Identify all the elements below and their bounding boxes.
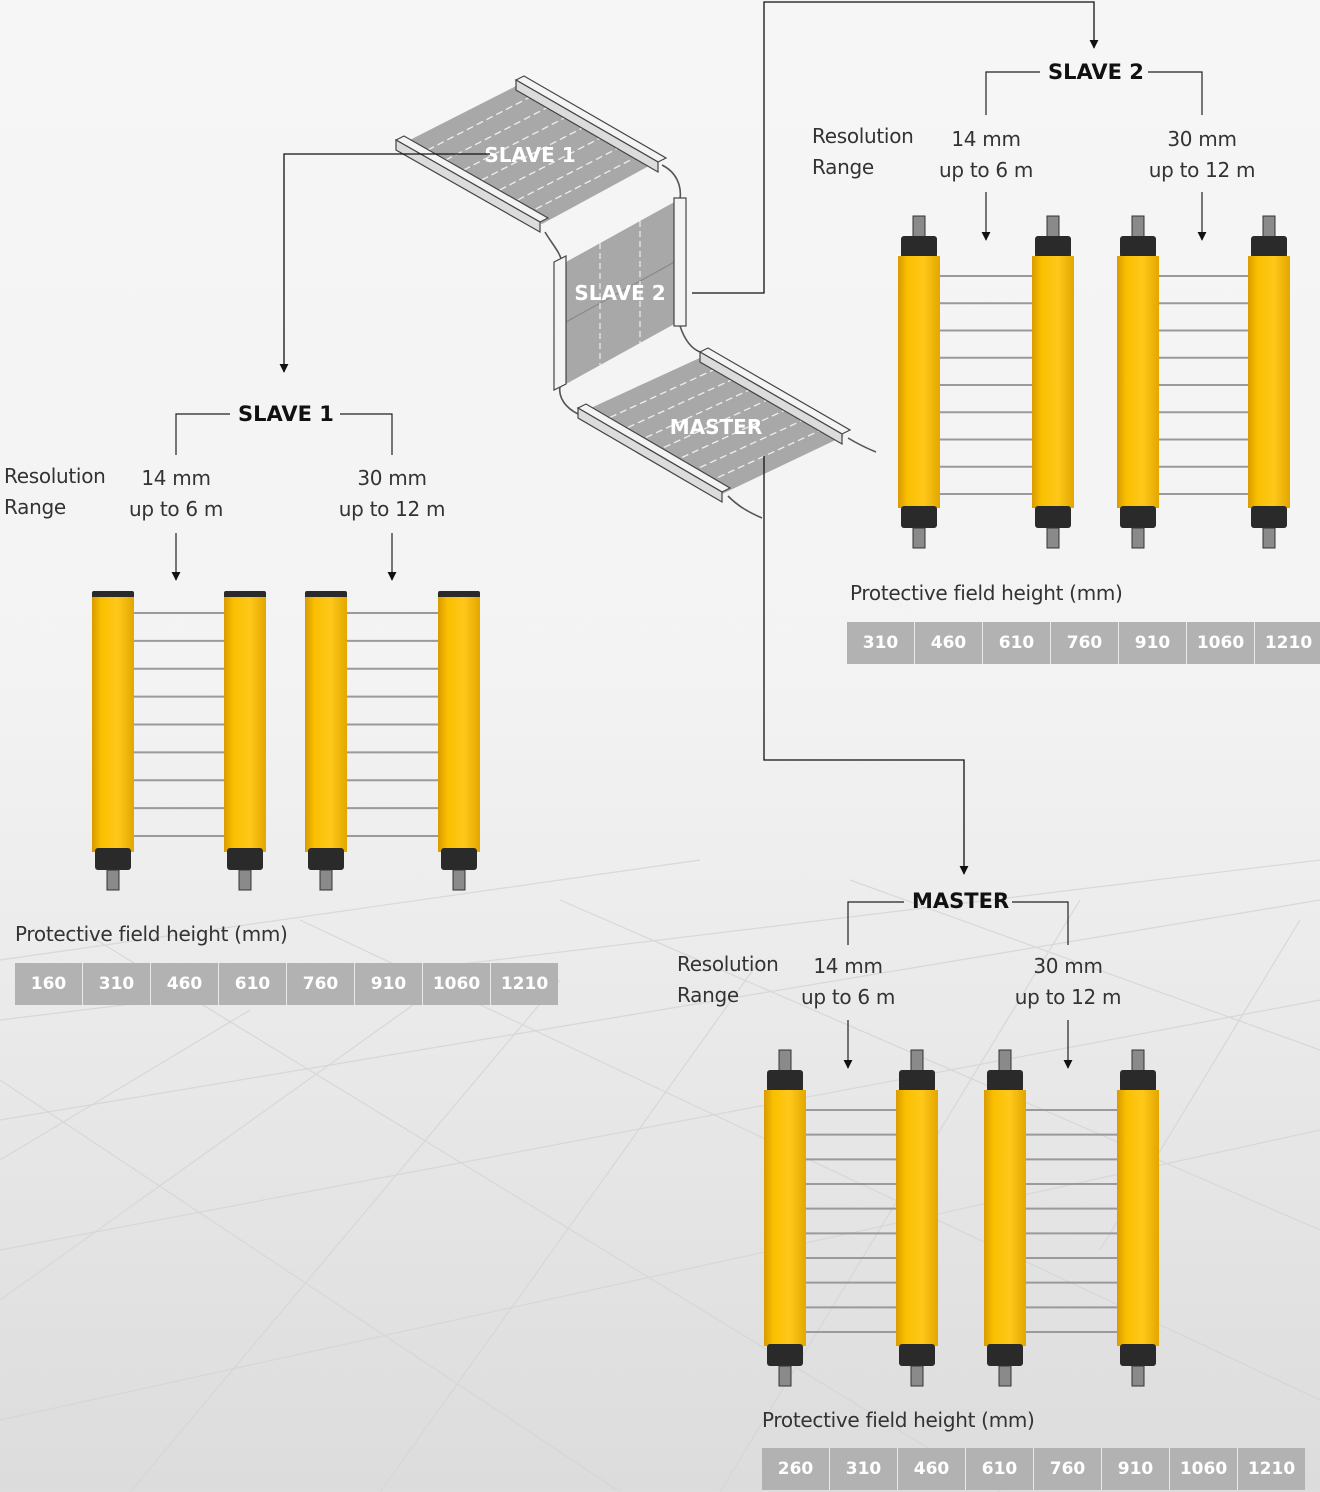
master-label-resolution: Resolution bbox=[677, 952, 779, 976]
slave2-field bbox=[553, 197, 687, 391]
leader-lines bbox=[279, 1, 1099, 875]
master-sensor-pair-14mm-receiver bbox=[896, 1049, 938, 1387]
slave2-option2-resolution: 30 mm bbox=[1167, 127, 1237, 151]
height-option-1060: 1060 bbox=[423, 963, 491, 1005]
height-option-1060: 1060 bbox=[1187, 622, 1255, 664]
slave2-label-range: Range bbox=[812, 155, 874, 179]
height-option-310: 310 bbox=[830, 1448, 898, 1490]
master-sensor-pair-30mm bbox=[984, 1049, 1159, 1387]
slave1-sensor-pair-30mm-receiver bbox=[438, 591, 480, 891]
slave2-sensor-pair-14mm-emitter bbox=[898, 215, 940, 549]
slave1-option1-range: up to 6 m bbox=[128, 497, 224, 521]
slave2-sensor-pair-14mm-receiver bbox=[1032, 215, 1074, 549]
slave1-label-range: Range bbox=[4, 495, 66, 519]
slave1-sensor-pair-14mm bbox=[92, 591, 266, 891]
height-option-310: 310 bbox=[847, 622, 915, 664]
height-option-1060: 1060 bbox=[1170, 1448, 1238, 1490]
height-option-610: 610 bbox=[983, 622, 1051, 664]
height-option-1210: 1210 bbox=[1255, 622, 1320, 664]
height-option-610: 610 bbox=[966, 1448, 1034, 1490]
master-sensor-pair-14mm-emitter bbox=[764, 1049, 806, 1387]
master-option1-range: up to 6 m bbox=[800, 985, 896, 1009]
slave2-heights-label: Protective field height (mm) bbox=[850, 581, 1123, 605]
slave2-sensor-pair-14mm bbox=[898, 215, 1074, 549]
master-sensor-pair-30mm-receiver bbox=[1117, 1049, 1159, 1387]
slave2-sensor-pair-30mm bbox=[1117, 215, 1290, 549]
height-option-760: 760 bbox=[287, 963, 355, 1005]
slave2-option2-range: up to 12 m bbox=[1148, 158, 1256, 182]
floor-grid bbox=[0, 859, 1320, 1492]
master-option2: 30 mm up to 12 m bbox=[993, 951, 1143, 1013]
slave1-sensor-pair-30mm bbox=[305, 591, 480, 891]
slave1-sensor-pair-14mm-receiver bbox=[224, 591, 266, 891]
overview-label-slave1: SLAVE 1 bbox=[484, 143, 575, 167]
slave2-option2: 30 mm up to 12 m bbox=[1127, 124, 1277, 186]
overview-label-slave2: SLAVE 2 bbox=[574, 281, 665, 305]
height-option-460: 460 bbox=[915, 622, 983, 664]
master-heights-label: Protective field height (mm) bbox=[762, 1408, 1035, 1432]
slave2-option1-range: up to 6 m bbox=[938, 158, 1034, 182]
slave1-heights-label: Protective field height (mm) bbox=[15, 922, 288, 946]
slave2-option1: 14 mm up to 6 m bbox=[916, 124, 1056, 186]
height-option-310: 310 bbox=[83, 963, 151, 1005]
slave1-option2-range: up to 12 m bbox=[338, 497, 446, 521]
slave1-field bbox=[394, 75, 668, 234]
slave1-option2-resolution: 30 mm bbox=[357, 466, 427, 490]
master-option2-resolution: 30 mm bbox=[1033, 954, 1103, 978]
master-leader bbox=[763, 456, 969, 875]
height-option-1210: 1210 bbox=[491, 963, 558, 1005]
slave1-title: SLAVE 1 bbox=[238, 402, 334, 426]
slave1-option1-resolution: 14 mm bbox=[141, 466, 211, 490]
master-option2-range: up to 12 m bbox=[1014, 985, 1122, 1009]
slave1-label-resolution: Resolution bbox=[4, 464, 106, 488]
height-option-460: 460 bbox=[151, 963, 219, 1005]
slave1-option2: 30 mm up to 12 m bbox=[317, 463, 467, 525]
height-option-760: 760 bbox=[1051, 622, 1119, 664]
height-option-910: 910 bbox=[1102, 1448, 1170, 1490]
master-option1: 14 mm up to 6 m bbox=[778, 951, 918, 1013]
master-option1-resolution: 14 mm bbox=[813, 954, 883, 978]
master-title: MASTER bbox=[912, 889, 1010, 913]
slave1-sensor-pair-30mm-emitter bbox=[305, 591, 347, 891]
slave1-option1: 14 mm up to 6 m bbox=[106, 463, 246, 525]
height-option-610: 610 bbox=[219, 963, 287, 1005]
slave1-leader bbox=[279, 153, 490, 373]
master-field bbox=[576, 347, 852, 504]
overview-label-master: MASTER bbox=[670, 415, 763, 439]
cascade-assembly-illustration: SLAVE 1 SLAVE 2 MASTER bbox=[394, 75, 877, 519]
height-option-760: 760 bbox=[1034, 1448, 1102, 1490]
height-option-910: 910 bbox=[1119, 622, 1187, 664]
height-option-1210: 1210 bbox=[1238, 1448, 1305, 1490]
slave2-title: SLAVE 2 bbox=[1048, 60, 1144, 84]
slave1-sensor-pair-14mm-emitter bbox=[92, 591, 134, 891]
height-option-460: 460 bbox=[898, 1448, 966, 1490]
height-option-260: 260 bbox=[762, 1448, 830, 1490]
slave2-sensor-pair-30mm-receiver bbox=[1248, 215, 1290, 549]
slave2-leader bbox=[692, 1, 1099, 294]
master-sensor-pair-30mm-emitter bbox=[984, 1049, 1026, 1387]
master-sensor-pair-14mm bbox=[764, 1049, 938, 1387]
slave2-sensor-pair-30mm-emitter bbox=[1117, 215, 1159, 549]
master-label-range: Range bbox=[677, 983, 739, 1007]
height-option-160: 160 bbox=[15, 963, 83, 1005]
slave2-label-resolution: Resolution bbox=[812, 124, 914, 148]
brackets bbox=[171, 71, 1207, 1069]
height-option-910: 910 bbox=[355, 963, 423, 1005]
slave2-option1-resolution: 14 mm bbox=[951, 127, 1021, 151]
sensor-illustrations bbox=[92, 215, 1290, 1387]
